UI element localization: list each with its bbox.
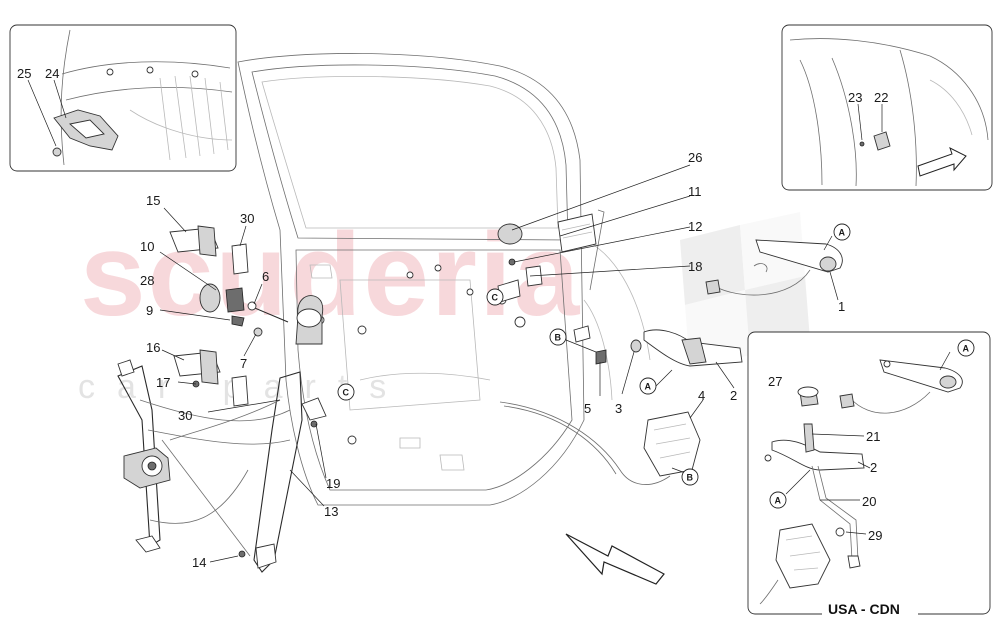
svg-text:A: A bbox=[839, 228, 846, 238]
ref-marker-b: B bbox=[681, 468, 699, 486]
ref-marker-a: A bbox=[775, 496, 782, 506]
callout-9: 9 bbox=[146, 303, 153, 318]
svg-text:A: A bbox=[645, 382, 652, 392]
svg-text:C: C bbox=[343, 388, 350, 398]
inset-panel-top-right bbox=[781, 24, 993, 191]
callout-16: 16 bbox=[146, 340, 160, 355]
callout-23: 23 bbox=[848, 90, 862, 105]
callout-13: 13 bbox=[324, 504, 338, 519]
svg-text:C: C bbox=[492, 293, 499, 303]
ref-marker-c: C bbox=[486, 288, 504, 306]
callout-25: 25 bbox=[17, 66, 31, 81]
callout-19: 19 bbox=[326, 476, 340, 491]
callout-30-lower: 30 bbox=[178, 408, 192, 423]
callout-3: 3 bbox=[615, 401, 622, 416]
callout-29: 29 bbox=[868, 528, 882, 543]
variant-label: USA - CDN bbox=[828, 601, 900, 617]
watermark-main: scuderia bbox=[80, 209, 581, 341]
inset-panel-usa-cdn: USA - CDN bbox=[747, 331, 991, 618]
ref-marker-b: B bbox=[549, 328, 567, 346]
callout-28: 28 bbox=[140, 273, 154, 288]
callout-17: 17 bbox=[156, 375, 170, 390]
hinge-brackets bbox=[169, 225, 289, 407]
part-callouts: 25 24 23 22 26 11 12 18 15 30 10 6 28 9 … bbox=[17, 66, 888, 570]
handle-and-lock-parts bbox=[301, 209, 843, 485]
callout-22: 22 bbox=[874, 90, 888, 105]
callout-2: 2 bbox=[730, 388, 737, 403]
callout-11: 11 bbox=[688, 184, 702, 199]
svg-text:B: B bbox=[687, 473, 694, 483]
callout-18: 18 bbox=[688, 259, 702, 274]
callout-7: 7 bbox=[240, 356, 247, 371]
ref-marker-a: A bbox=[639, 377, 657, 395]
callout-20: 20 bbox=[862, 494, 876, 509]
callout-15: 15 bbox=[146, 193, 160, 208]
rear-door-body bbox=[237, 53, 651, 506]
callout-27: 27 bbox=[768, 374, 782, 389]
callout-10: 10 bbox=[140, 239, 154, 254]
callout-1: 1 bbox=[838, 299, 845, 314]
callout-26: 26 bbox=[688, 150, 702, 165]
ref-marker-a: A bbox=[833, 223, 851, 241]
callout-12: 12 bbox=[688, 219, 702, 234]
window-regulator bbox=[117, 359, 303, 573]
watermark-sub: car parts bbox=[78, 368, 408, 406]
leader-lines bbox=[159, 164, 839, 563]
callout-4: 4 bbox=[698, 388, 705, 403]
direction-arrow bbox=[565, 533, 665, 585]
ref-letter-markers: A A A A B B C C bbox=[337, 223, 970, 506]
callout-6: 6 bbox=[262, 269, 269, 284]
inset-panel-top-left bbox=[9, 24, 237, 172]
callout-5: 5 bbox=[584, 401, 591, 416]
svg-text:A: A bbox=[775, 496, 782, 506]
ref-marker-c: C bbox=[337, 383, 355, 401]
ref-marker-a: A bbox=[963, 344, 970, 354]
callout-2-usa: 2 bbox=[870, 460, 877, 475]
callout-24: 24 bbox=[45, 66, 59, 81]
callout-30: 30 bbox=[240, 211, 254, 226]
svg-text:A: A bbox=[963, 344, 970, 354]
svg-text:B: B bbox=[555, 333, 562, 343]
callout-14: 14 bbox=[192, 555, 206, 570]
callout-21: 21 bbox=[866, 429, 880, 444]
